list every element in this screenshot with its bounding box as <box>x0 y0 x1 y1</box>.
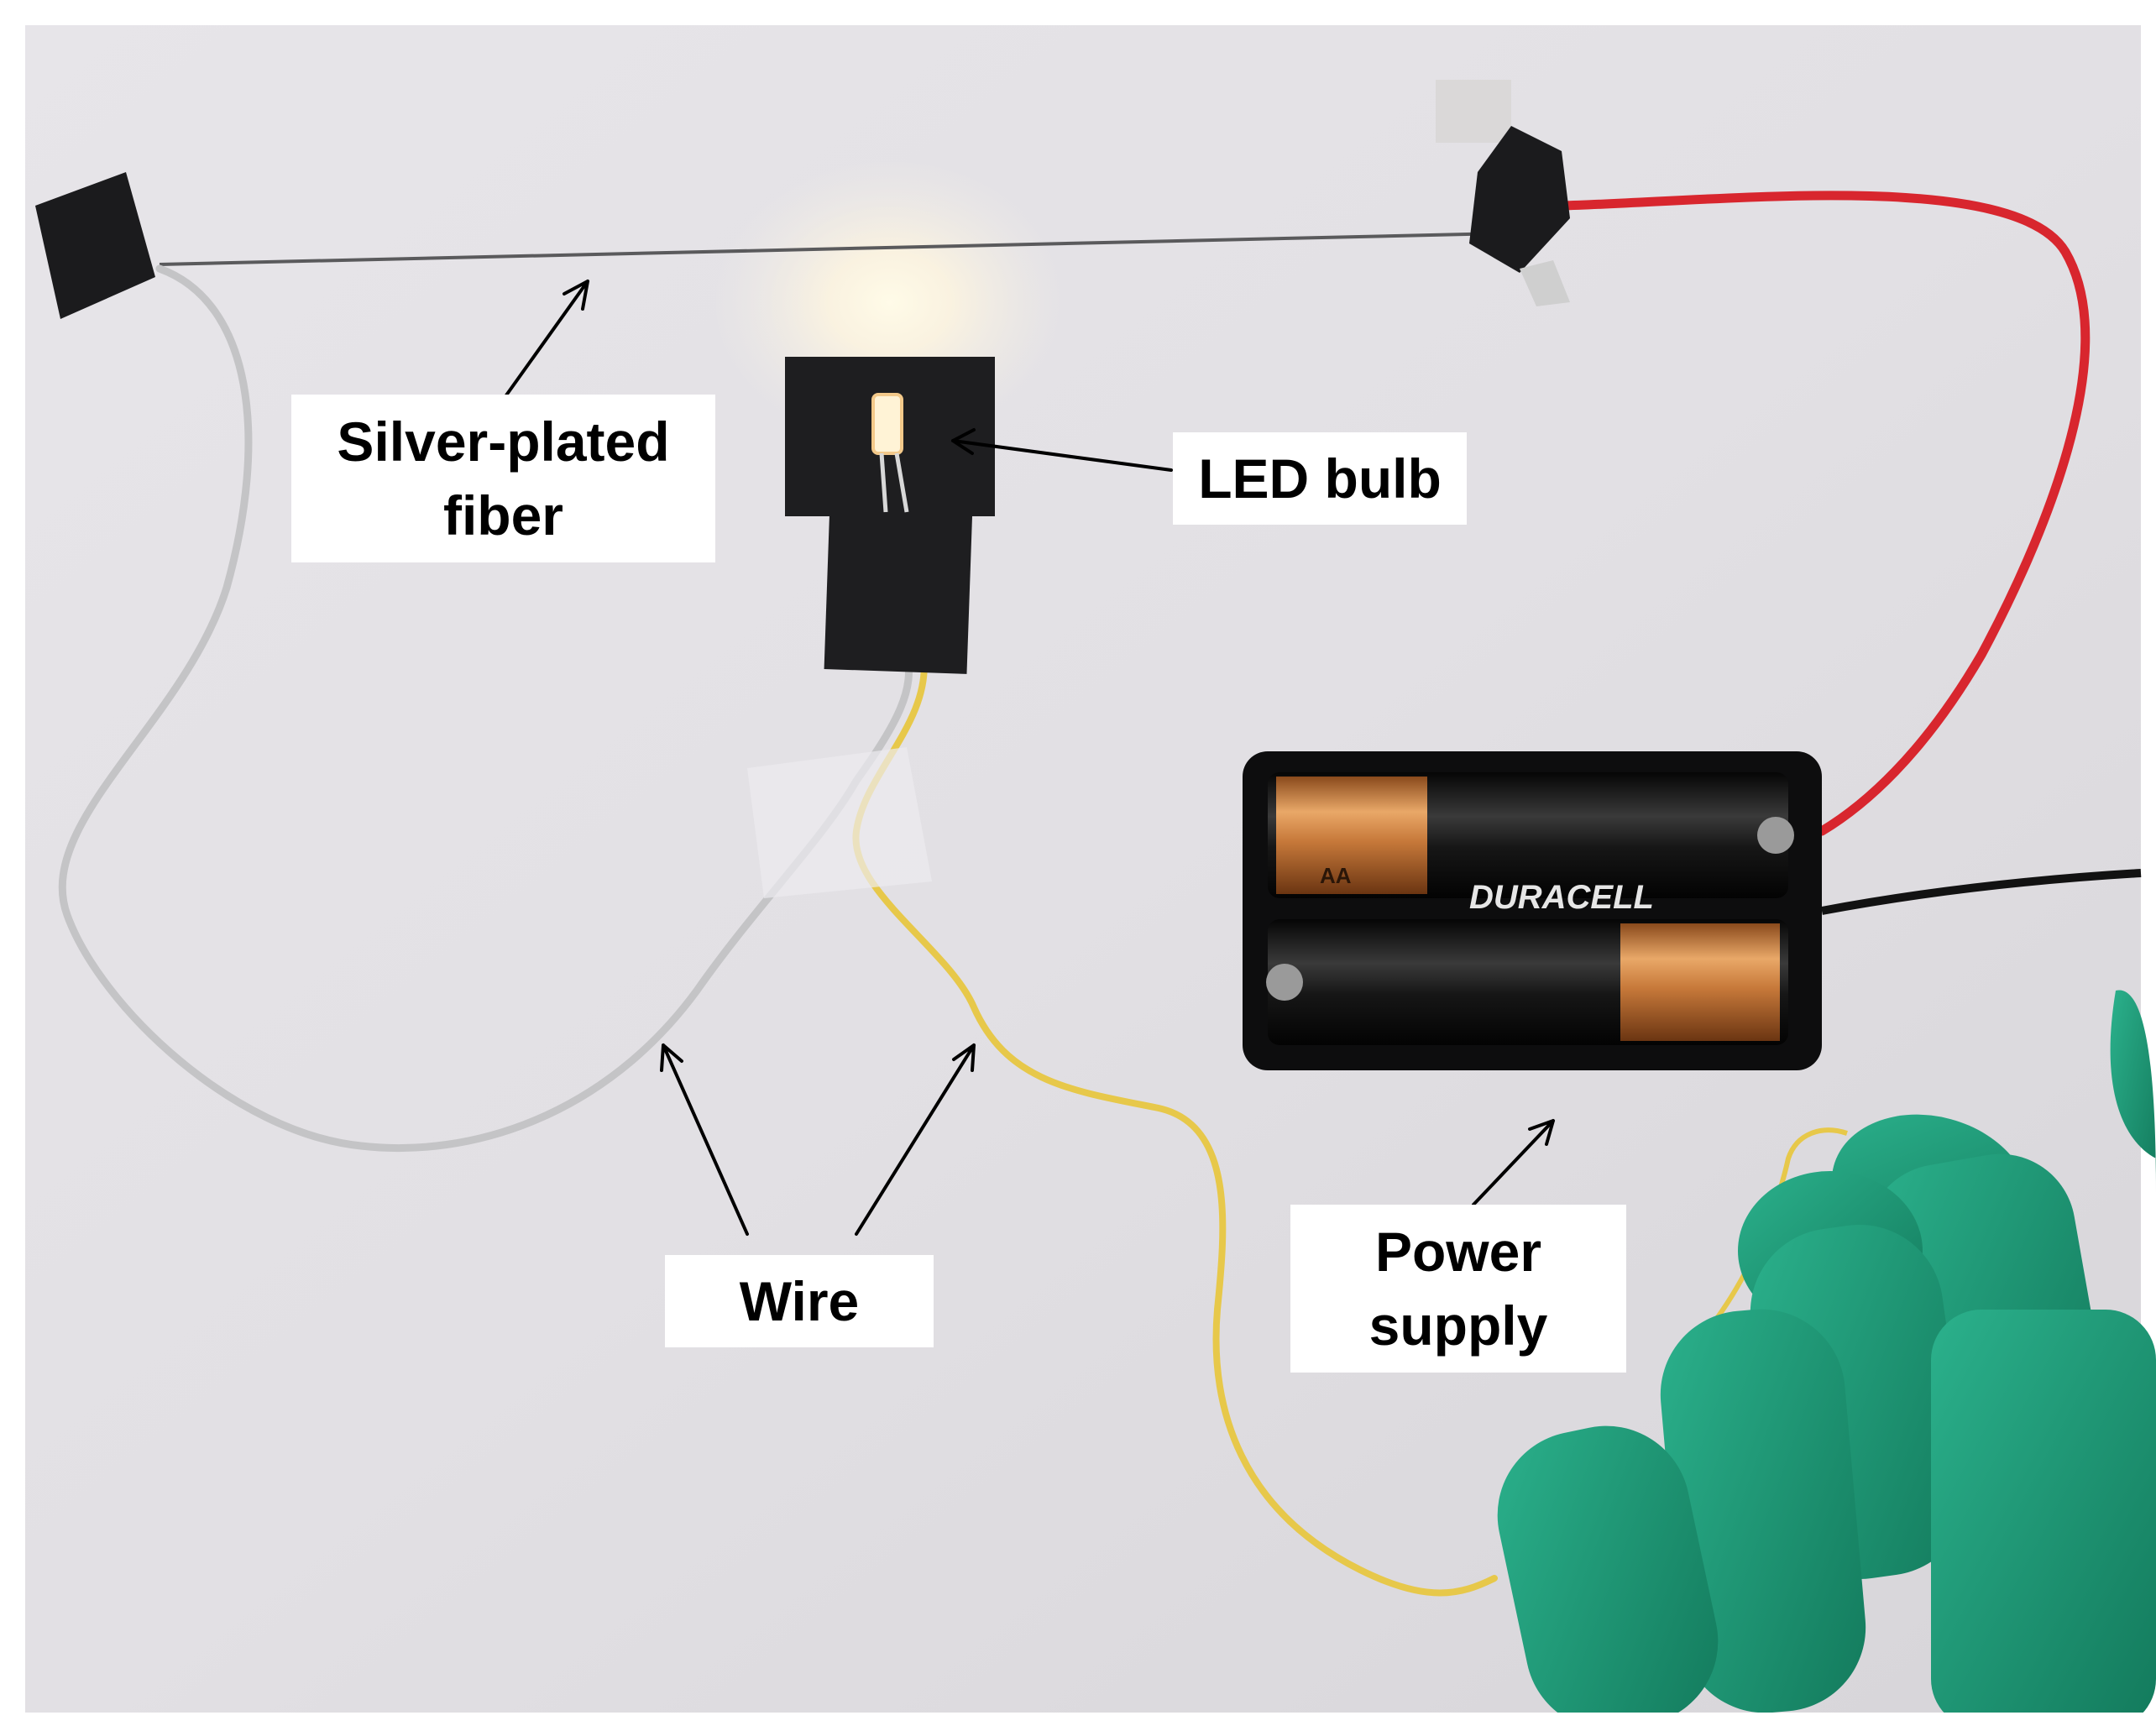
label-power-supply-line2: supply <box>1368 1294 1548 1357</box>
label-wire-text: Wire <box>739 1270 860 1332</box>
black-wire <box>1821 869 2142 915</box>
label-led-bulb-text: LED bulb <box>1198 447 1442 510</box>
silver-plated-fiber-strand <box>159 232 1504 266</box>
clear-tape-wires <box>747 747 932 898</box>
label-power-supply-line1: Power <box>1374 1221 1542 1283</box>
arrow-power <box>1472 1119 1555 1206</box>
red-wire <box>1557 191 2091 836</box>
tape-left <box>35 172 155 319</box>
arrow-wire-left <box>660 1043 749 1236</box>
label-wire: Wire <box>665 1255 934 1347</box>
bottom-strip <box>0 1713 2156 1731</box>
led-bulb-body <box>871 393 903 455</box>
battery-pack <box>1243 751 1822 1070</box>
label-power-supply: Power supply <box>1290 1205 1626 1373</box>
label-silver-plated-fiber-line2: fiber <box>442 484 563 546</box>
led-tape-bottom <box>824 501 973 674</box>
green-glove <box>1497 990 2156 1731</box>
label-led-bulb: LED bulb <box>1173 432 1467 525</box>
clear-tape-right <box>1436 80 1511 143</box>
arrow-led <box>951 428 1173 472</box>
label-silver-plated-fiber: Silver-plated fiber <box>291 395 715 562</box>
label-silver-plated-fiber-line1: Silver-plated <box>337 411 670 473</box>
tape-right <box>1469 126 1570 273</box>
fiber-frayed-end <box>1520 260 1570 306</box>
arrow-fiber <box>502 280 589 400</box>
led-legs <box>879 452 909 513</box>
battery-size-print: AA <box>1320 863 1352 888</box>
arrow-wire-right <box>855 1043 976 1236</box>
battery-brand-print: DURACELL <box>1469 879 1654 916</box>
